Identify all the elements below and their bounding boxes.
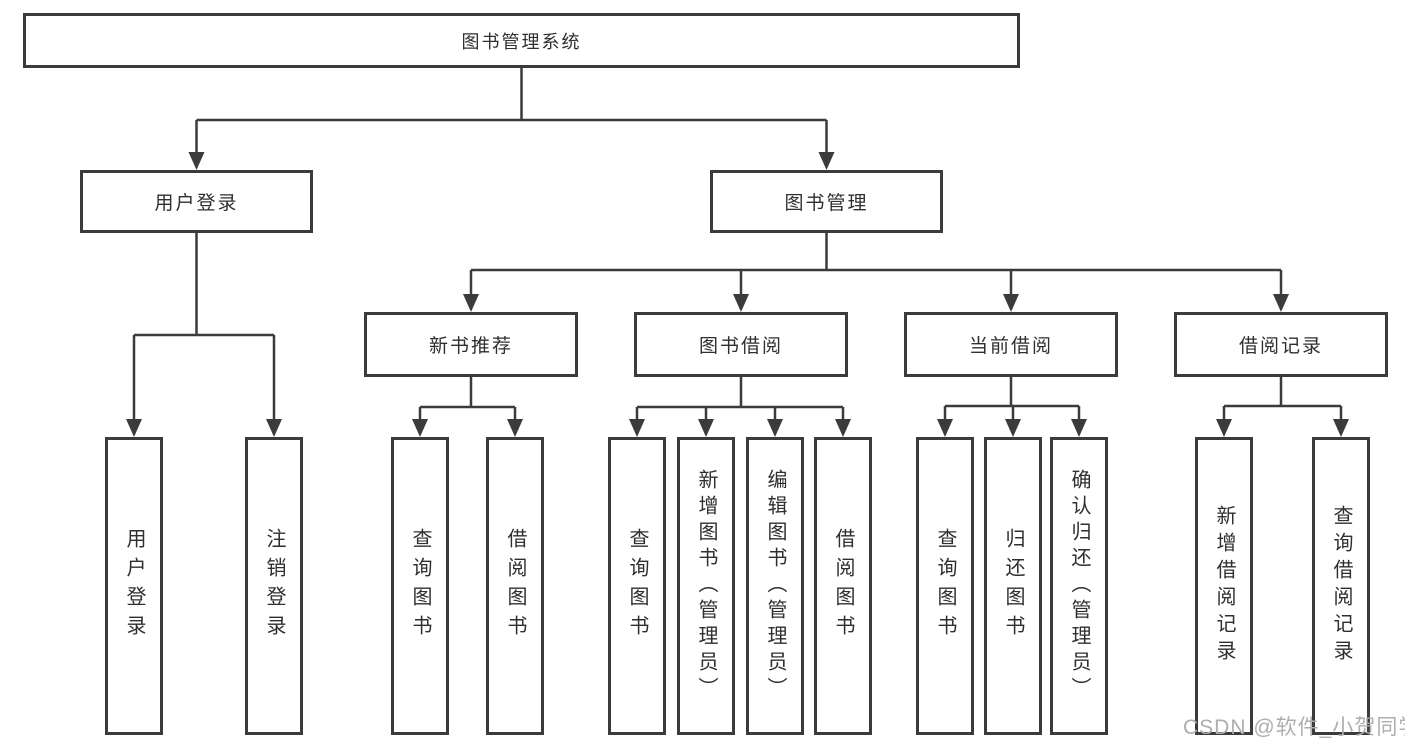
arrowhead (767, 419, 783, 437)
node-user-login: 用户登录 (80, 170, 313, 233)
arrowhead (126, 419, 142, 437)
arrowhead (733, 294, 749, 312)
leaf-query-books: 查询图书 (391, 437, 449, 735)
leaf-user-login: 用户登录 (105, 437, 163, 735)
arrowhead (412, 419, 428, 437)
arrowhead (1071, 419, 1087, 437)
csdn-watermark: CSDN @软件_小贺同学 (1183, 716, 1405, 739)
arrowhead (1216, 419, 1232, 437)
arrowhead (835, 419, 851, 437)
arrowhead (1333, 419, 1349, 437)
leaf-confirm-return-admin: 确认归还（管理员） (1050, 437, 1108, 735)
arrowhead (463, 294, 479, 312)
leaf-add-books-admin: 新增图书（管理员） (677, 437, 735, 735)
arrowhead (818, 152, 835, 170)
node-borrow-records: 借阅记录 (1174, 312, 1388, 377)
arrowhead (1273, 294, 1289, 312)
leaf-logout-login: 注销登录 (245, 437, 303, 735)
leaf-query-books: 查询图书 (608, 437, 666, 735)
leaf-return-books: 归还图书 (984, 437, 1042, 735)
leaf-query-books: 查询图书 (916, 437, 974, 735)
leaf-edit-books-admin: 编辑图书（管理员） (746, 437, 804, 735)
arrowhead (266, 419, 282, 437)
arrowhead (629, 419, 645, 437)
leaf-borrow-books: 借阅图书 (486, 437, 544, 735)
leaf-borrow-books: 借阅图书 (814, 437, 872, 735)
node-book-management: 图书管理 (710, 170, 943, 233)
arrowhead (937, 419, 953, 437)
leaf-query-borrow-record: 查询借阅记录 (1312, 437, 1370, 735)
arrowhead (1003, 294, 1019, 312)
arrowhead (1005, 419, 1021, 437)
arrowhead (507, 419, 523, 437)
arrowhead (698, 419, 714, 437)
node-system-root: 图书管理系统 (23, 13, 1020, 68)
node-book-borrow: 图书借阅 (634, 312, 848, 377)
arrowhead (188, 152, 205, 170)
node-current-borrow: 当前借阅 (904, 312, 1118, 377)
node-new-book-recommend: 新书推荐 (364, 312, 578, 377)
leaf-add-borrow-record: 新增借阅记录 (1195, 437, 1253, 735)
